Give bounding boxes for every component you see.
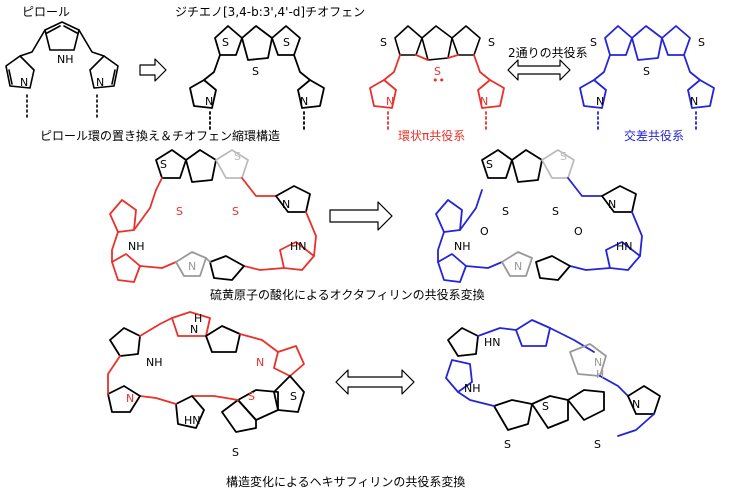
svg-text:H: H — [596, 368, 604, 381]
svg-text:S: S — [160, 158, 167, 171]
svg-text:HN: HN — [616, 240, 633, 253]
octaphyrin-blue-structure — [435, 149, 643, 283]
svg-text:NH: NH — [464, 382, 481, 395]
svg-text:••: •• — [432, 74, 445, 87]
open-arrow-icon — [329, 201, 393, 231]
svg-text:S: S — [590, 36, 597, 49]
two-conjugation-label: 2通りの共役系 — [508, 46, 588, 60]
replacement-caption: ピロール環の置き換え＆チオフェン縮環構造 — [40, 129, 281, 143]
svg-text:S: S — [176, 205, 183, 218]
dtt-red-structure — [394, 25, 481, 61]
dtt-blue-structure — [579, 25, 715, 133]
svg-text:H: H — [194, 312, 202, 325]
svg-text:S: S — [380, 36, 387, 49]
svg-text:S: S — [502, 205, 509, 218]
cyclic-conjugation-label: 環状π共役系 — [398, 129, 466, 143]
svg-text:N: N — [386, 95, 394, 108]
svg-text:S: S — [552, 205, 559, 218]
double-arrow-icon — [335, 369, 415, 395]
octaphyrin-caption: 硫黄原子の酸化によるオクタフィリンの共役系変換 — [210, 288, 485, 302]
svg-text:N: N — [480, 95, 488, 108]
svg-text:S: S — [594, 438, 601, 451]
svg-text:S: S — [434, 65, 441, 78]
open-arrow-icon — [139, 58, 167, 82]
svg-text:N: N — [188, 260, 196, 273]
svg-text:HN: HN — [184, 414, 201, 427]
svg-text:S: S — [643, 65, 650, 78]
svg-text:S: S — [222, 36, 229, 49]
svg-text:NH: NH — [146, 356, 163, 369]
svg-text:N: N — [126, 392, 134, 405]
svg-text:N: N — [514, 260, 522, 273]
svg-text:N: N — [608, 198, 616, 211]
svg-text:S: S — [234, 150, 241, 163]
dtt-black-structure — [189, 25, 325, 131]
double-arrow-icon — [507, 59, 571, 81]
svg-text:N: N — [632, 398, 640, 411]
svg-text:S: S — [542, 400, 549, 413]
pyrrole-nh-label: NH — [57, 53, 74, 66]
svg-text:N: N — [690, 95, 698, 108]
hexaphyrin-red-structure — [107, 311, 305, 433]
hexaphyrin-caption: 構造変化によるヘキサフィリンの共役系変換 — [226, 475, 466, 489]
svg-text:HN: HN — [290, 240, 307, 253]
pyrrole-n-right: N — [96, 76, 104, 89]
svg-text:S: S — [560, 150, 567, 163]
octaphyrin-red-structure — [109, 149, 317, 283]
hexaphyrin-blue-structure — [445, 319, 661, 437]
svg-text:N: N — [594, 356, 602, 369]
svg-text:N: N — [282, 198, 290, 211]
cross-conjugation-label: 交差共役系 — [624, 129, 685, 143]
pyrrole-structure — [5, 21, 119, 119]
pyrrole-n-left: N — [20, 76, 28, 89]
svg-text:S: S — [486, 158, 493, 171]
svg-text:N: N — [205, 95, 213, 108]
svg-text:S: S — [252, 65, 259, 78]
svg-text:O: O — [480, 225, 489, 238]
svg-text:S: S — [698, 36, 705, 49]
dithienothiophene-label: ジチエノ[3,4-b:3',4'-d]チオフェン — [175, 5, 366, 19]
svg-text:O: O — [574, 225, 583, 238]
svg-text:N: N — [300, 95, 308, 108]
pyrrole-label: ピロール — [22, 5, 71, 19]
svg-text:HN: HN — [484, 336, 501, 349]
svg-text:S: S — [290, 390, 297, 403]
svg-text:N: N — [190, 323, 198, 336]
svg-text:S: S — [232, 205, 239, 218]
svg-text:NH: NH — [128, 240, 145, 253]
svg-text:S: S — [248, 390, 255, 403]
svg-text:N: N — [256, 356, 264, 369]
svg-text:N: N — [596, 95, 604, 108]
svg-text:S: S — [504, 438, 511, 451]
svg-text:S: S — [283, 36, 290, 49]
svg-text:NH: NH — [454, 240, 471, 253]
svg-text:S: S — [232, 446, 239, 459]
svg-text:S: S — [488, 36, 495, 49]
